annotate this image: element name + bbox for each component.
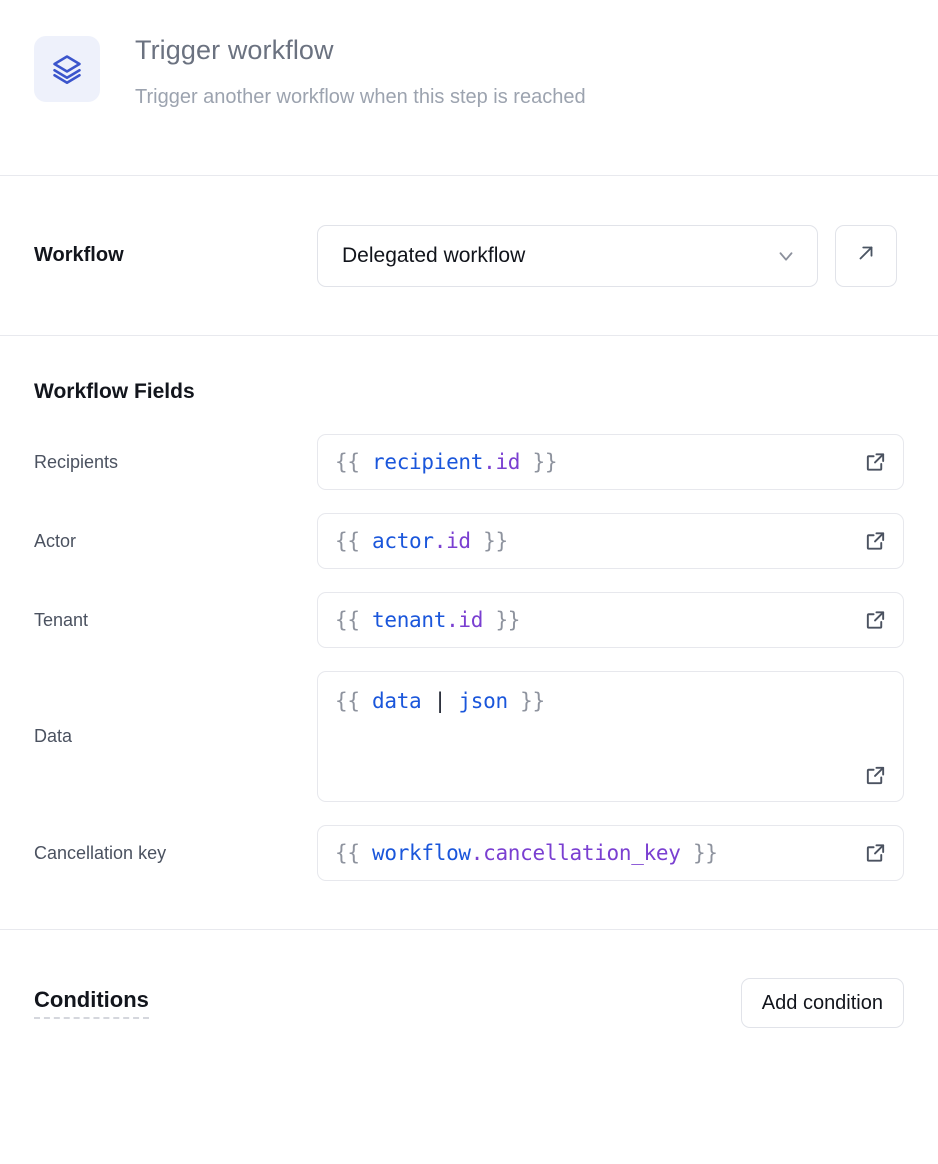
field-label: Data bbox=[34, 726, 73, 746]
workflow-section-divider bbox=[0, 335, 938, 336]
field-row: Recipients {{ recipient.id }} bbox=[34, 434, 904, 490]
external-link-icon[interactable] bbox=[864, 609, 887, 632]
field-value: {{ data | json }} bbox=[335, 689, 545, 713]
field-label: Actor bbox=[34, 530, 77, 551]
chevron-down-icon bbox=[775, 245, 797, 267]
workflow-row: Workflow Delegated workflow bbox=[0, 176, 938, 335]
field-row: Tenant {{ tenant.id }} bbox=[34, 592, 904, 648]
field-input[interactable]: {{ actor.id }} bbox=[317, 513, 904, 569]
workflow-label: Workflow bbox=[34, 244, 124, 266]
conditions-row: Conditions Add condition bbox=[0, 930, 938, 1076]
workflow-fields-title: Workflow Fields bbox=[34, 380, 195, 403]
add-condition-button[interactable]: Add condition bbox=[740, 978, 904, 1028]
external-link-icon[interactable] bbox=[864, 764, 887, 787]
field-value: {{ recipient.id }} bbox=[335, 449, 558, 474]
field-value: {{ actor.id }} bbox=[335, 528, 508, 553]
field-label: Cancellation key bbox=[34, 842, 167, 863]
page-title: Trigger workflow bbox=[135, 35, 334, 65]
panel-header: Trigger workflow Trigger another workflo… bbox=[0, 0, 938, 175]
fields-list: Recipients {{ recipient.id }} Actor {{ acto… bbox=[34, 434, 904, 881]
external-link-icon[interactable] bbox=[864, 842, 887, 865]
field-row: Data {{ data | json }} bbox=[34, 671, 904, 802]
workflow-select-wrap: Delegated workflow bbox=[317, 224, 897, 287]
conditions-title: Conditions bbox=[34, 987, 149, 1020]
field-value: {{ tenant.id }} bbox=[335, 607, 521, 632]
field-input[interactable]: {{ data | json }} bbox=[317, 671, 904, 802]
external-link-icon[interactable] bbox=[864, 530, 887, 553]
field-row: Cancellation key {{ workflow.cancellation… bbox=[34, 825, 904, 881]
conditions-divider bbox=[0, 929, 938, 930]
open-workflow-button[interactable] bbox=[835, 224, 897, 287]
workflow-select[interactable]: Delegated workflow bbox=[317, 224, 818, 287]
external-link-icon[interactable] bbox=[864, 451, 887, 474]
header-text-block: Trigger workflow Trigger another workflo… bbox=[135, 34, 586, 110]
header-divider bbox=[0, 175, 938, 176]
field-value: {{ workflow.cancellation_key }} bbox=[335, 840, 718, 865]
workflow-select-value: Delegated workflow bbox=[342, 243, 526, 267]
layers-icon bbox=[34, 36, 100, 102]
field-row: Actor {{ actor.id }} bbox=[34, 513, 904, 569]
field-input[interactable]: {{ workflow.cancellation_key }} bbox=[317, 825, 904, 881]
field-input[interactable]: {{ tenant.id }} bbox=[317, 592, 904, 648]
workflow-fields-section: Workflow Fields Recipients {{ recipient.i… bbox=[0, 336, 938, 881]
arrow-up-right-icon bbox=[855, 242, 877, 269]
field-label: Tenant bbox=[34, 609, 89, 630]
field-input[interactable]: {{ recipient.id }} bbox=[317, 434, 904, 490]
page-subtitle: Trigger another workflow when this step … bbox=[135, 86, 586, 109]
field-label: Recipients bbox=[34, 451, 119, 472]
